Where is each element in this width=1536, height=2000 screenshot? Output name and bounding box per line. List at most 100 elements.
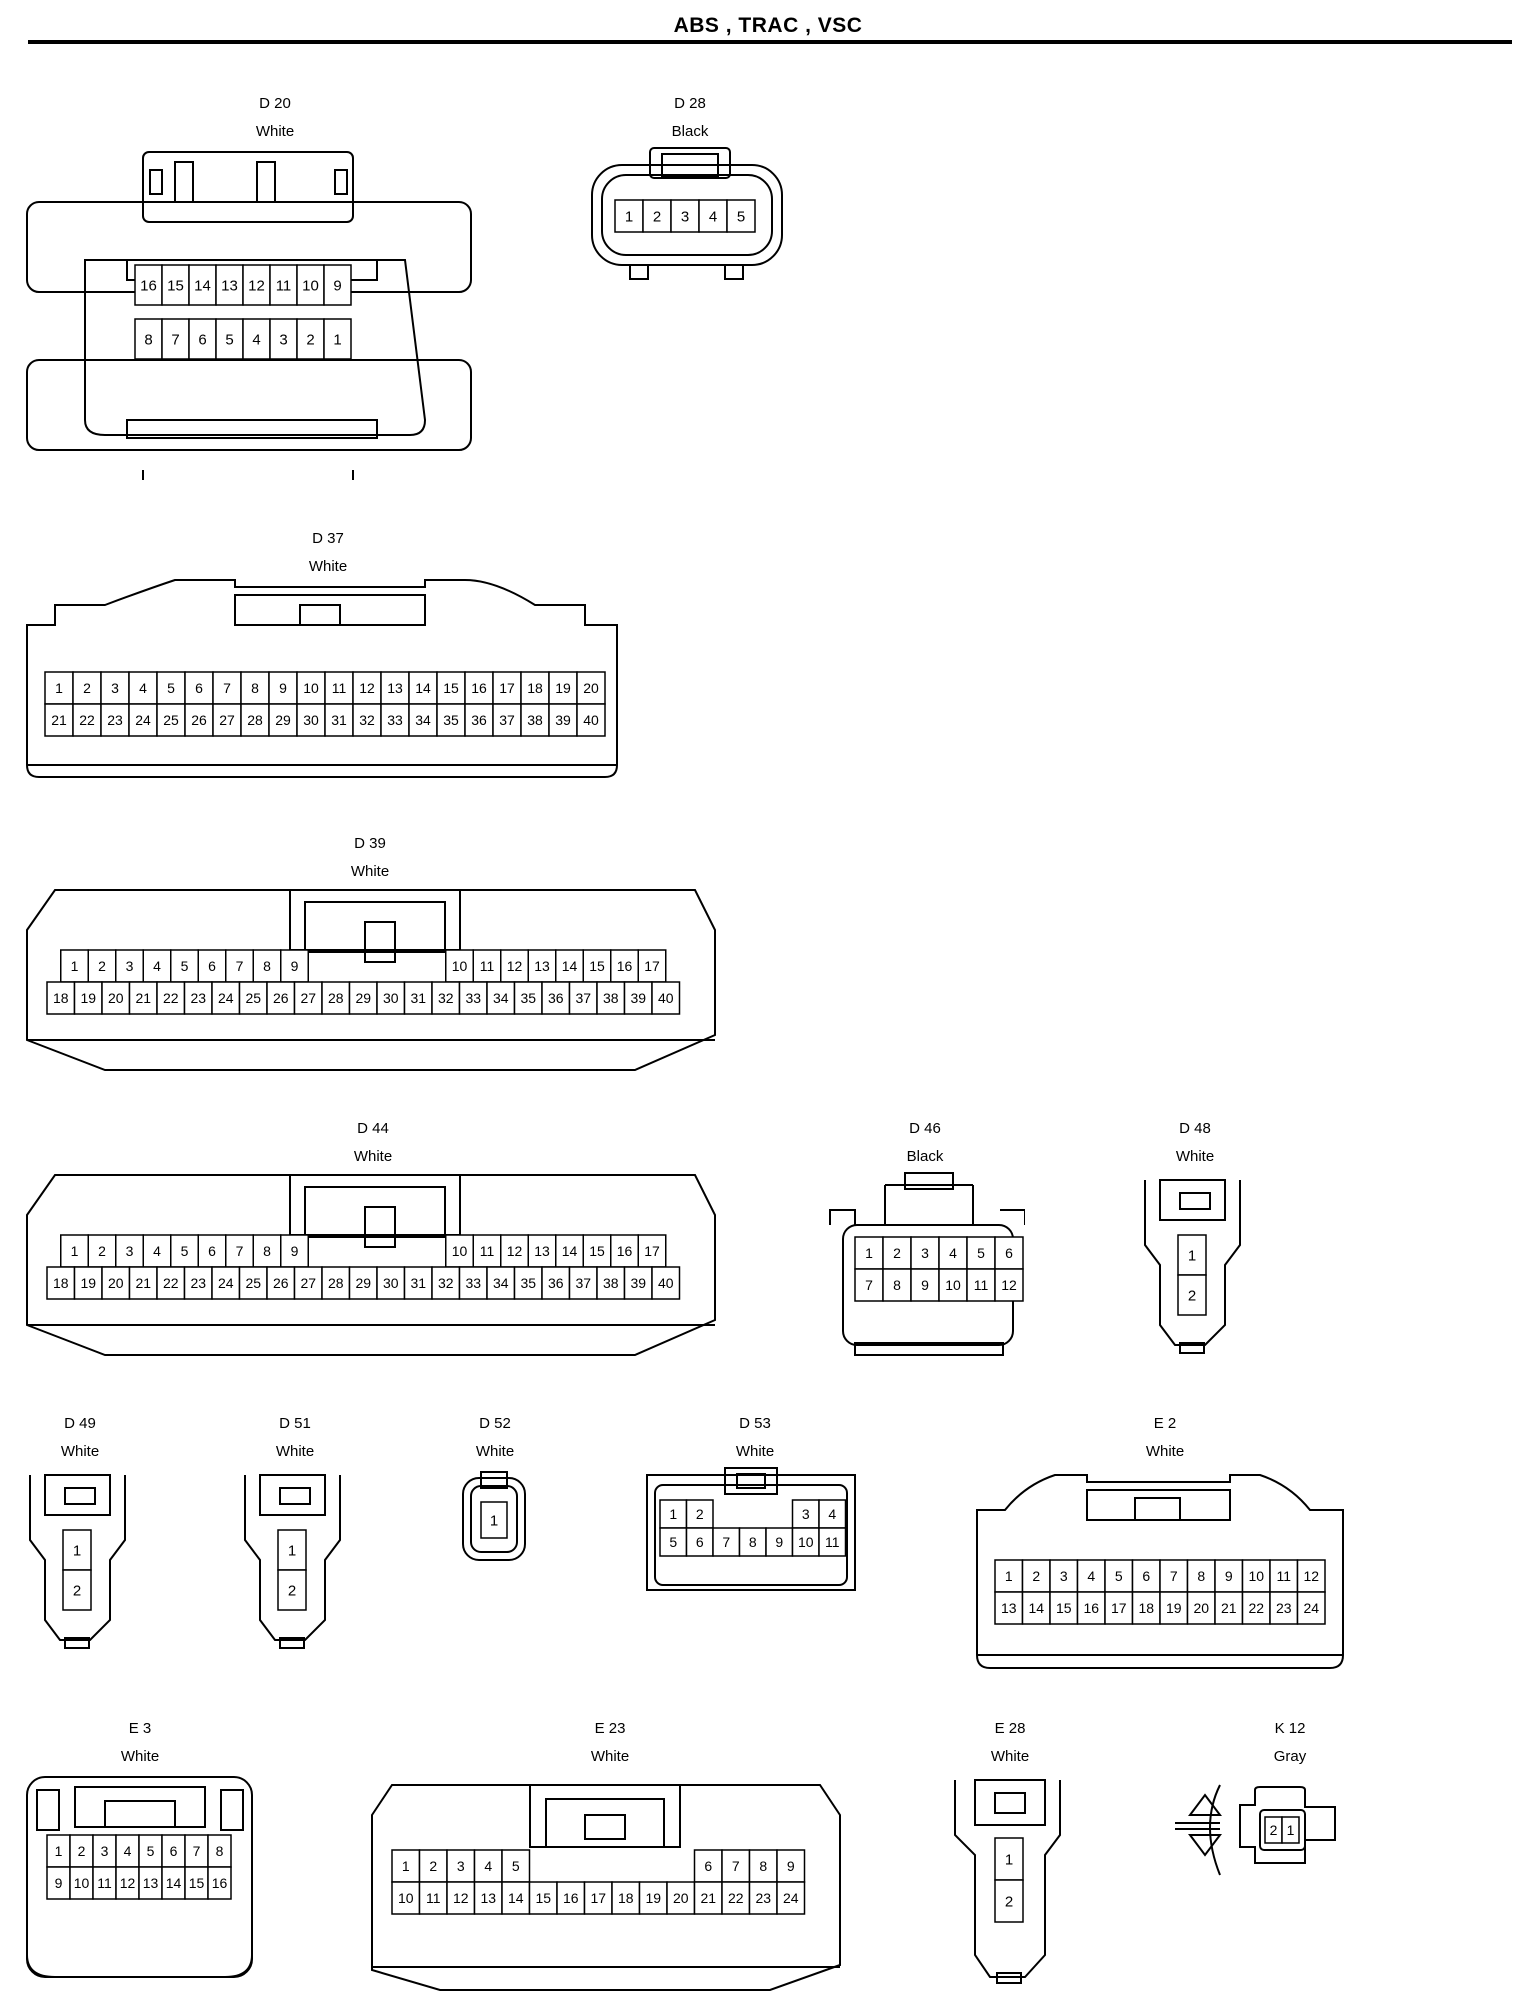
pin-number: 5	[147, 1843, 155, 1859]
connector-color: White	[120, 1748, 160, 1765]
pin-number: 17	[644, 958, 660, 974]
pin-cell	[492, 703, 522, 737]
pin-number: 18	[1138, 1600, 1154, 1616]
pin-cell	[748, 1881, 778, 1915]
pin-cell	[321, 981, 351, 1015]
pin-cell	[1104, 1559, 1134, 1593]
pin-number: 20	[108, 1275, 124, 1291]
pin-number: 3	[111, 680, 119, 696]
pin-number: 27	[300, 1275, 316, 1291]
pin-number: 2	[696, 1506, 704, 1522]
pin-cell	[142, 1234, 172, 1268]
pin-number: 40	[658, 990, 674, 1006]
pin-number: 22	[79, 712, 95, 728]
pin-number: 11	[825, 1534, 840, 1550]
pin-cell	[352, 671, 382, 705]
pin-cell	[183, 981, 213, 1015]
pin-cell	[1104, 1591, 1134, 1625]
pin-number: 20	[673, 1890, 689, 1906]
pin-cell	[670, 199, 700, 233]
pin-number: 1	[1287, 1822, 1295, 1838]
pin-cell	[323, 264, 352, 306]
pin-number: 6	[170, 1843, 178, 1859]
pin-cell	[1076, 1559, 1106, 1593]
pin-number: 25	[245, 990, 261, 1006]
pin-number: 3	[101, 1843, 109, 1859]
pin-cell	[101, 1266, 131, 1300]
pin-cell	[156, 981, 186, 1015]
pin-number: 15	[535, 1890, 551, 1906]
pin-number: 26	[273, 990, 289, 1006]
pin-cell	[391, 1849, 421, 1883]
pin-number: 9	[279, 680, 287, 696]
pin-number: 12	[507, 958, 523, 974]
pin-number: 6	[208, 958, 216, 974]
pin-cell	[1131, 1591, 1161, 1625]
connector-color: Black	[906, 1148, 944, 1165]
pin-number: 1	[1188, 1247, 1196, 1264]
pin-number: 4	[949, 1245, 957, 1261]
pin-cell	[100, 671, 130, 705]
pin-number: 5	[181, 958, 189, 974]
pin-number: 31	[331, 712, 347, 728]
pin-number: 38	[527, 712, 543, 728]
pin-cell	[100, 703, 130, 737]
pin-number: 21	[700, 1890, 716, 1906]
pin-cell	[348, 981, 378, 1015]
pin-cell	[966, 1236, 996, 1270]
pin-number: 14	[562, 958, 578, 974]
pin-number: 2	[1032, 1568, 1040, 1584]
pin-cell	[1281, 1816, 1300, 1844]
pin-number: 15	[1056, 1600, 1072, 1616]
pin-cell	[938, 1268, 968, 1302]
pin-cell	[62, 1569, 92, 1611]
pin-number: 27	[219, 712, 235, 728]
pin-number: 11	[480, 1243, 495, 1259]
connector-id: D 37	[312, 530, 344, 547]
pin-number: 36	[548, 1275, 564, 1291]
pin-number: 23	[107, 712, 123, 728]
pin-number: 3	[457, 1858, 465, 1874]
pin-number: 3	[802, 1506, 810, 1522]
connector-id: D 53	[739, 1415, 771, 1432]
pin-number: 3	[681, 208, 689, 225]
pin-number: 13	[387, 680, 403, 696]
pin-number: 24	[218, 990, 234, 1006]
pin-number: 1	[73, 1542, 81, 1559]
connector-id: D 20	[259, 95, 291, 112]
pin-cell	[436, 671, 466, 705]
pin-number: 12	[359, 680, 375, 696]
pin-number: 1	[490, 1512, 498, 1529]
pin-number: 16	[617, 958, 633, 974]
pin-number: 13	[1001, 1600, 1017, 1616]
pin-number: 1	[71, 1243, 79, 1259]
pin-number: 9	[291, 958, 299, 974]
pin-number: 9	[775, 1534, 783, 1550]
pin-number: 8	[263, 958, 271, 974]
pin-number: 1	[865, 1245, 873, 1261]
pin-number: 12	[1001, 1277, 1017, 1293]
pin-number: 5	[1115, 1568, 1123, 1584]
pin-cell	[211, 981, 241, 1015]
pin-number: 9	[921, 1277, 929, 1293]
pin-number: 22	[163, 990, 179, 1006]
pin-number: 1	[1005, 1851, 1013, 1868]
pin-number: 2	[73, 1582, 81, 1599]
pin-number: 16	[617, 1243, 633, 1259]
pin-cell	[464, 703, 494, 737]
pin-cell	[659, 1499, 688, 1529]
pin-number: 24	[135, 712, 151, 728]
pin-number: 24	[783, 1890, 799, 1906]
pin-number: 2	[288, 1582, 296, 1599]
pin-number: 13	[143, 1875, 159, 1891]
pin-number: 3	[279, 331, 287, 348]
pin-number: 6	[704, 1858, 712, 1874]
pin-number: 31	[410, 1275, 426, 1291]
pin-number: 4	[139, 680, 147, 696]
